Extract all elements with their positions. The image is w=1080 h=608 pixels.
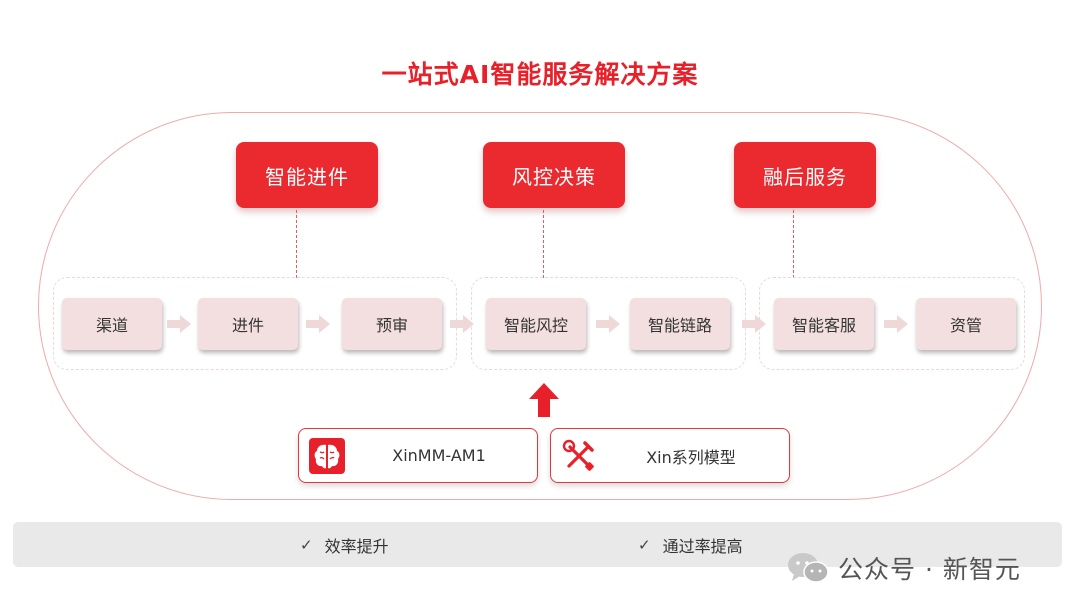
step-smart-service: 智能客服 — [774, 298, 874, 350]
flow-arrow-icon — [596, 315, 620, 333]
model-card-xinmm: XinMM-AM1 — [298, 428, 538, 483]
step-precheck: 预审 — [342, 298, 442, 350]
model-label: XinMM-AM1 — [392, 446, 486, 465]
flow-arrow-icon — [884, 315, 908, 333]
header-post-loan-service: 融后服务 — [734, 142, 876, 208]
flow-arrow-icon — [306, 315, 330, 333]
connector-line — [793, 210, 794, 278]
benefit-efficiency: ✓ 效率提升 — [300, 522, 389, 567]
step-smart-risk: 智能风控 — [486, 298, 586, 350]
step-smart-link: 智能链路 — [630, 298, 730, 350]
step-channel: 渠道 — [62, 298, 162, 350]
flow-arrow-icon — [167, 315, 191, 333]
step-intake: 进件 — [198, 298, 298, 350]
benefits-bar: ✓ 效率提升 ✓ 通过率提高 — [13, 522, 1062, 567]
benefit-label: 效率提升 — [324, 536, 389, 556]
header-risk-decision: 风控决策 — [483, 142, 625, 208]
watermark-text: 公众号 · 新智元 — [838, 555, 1021, 584]
model-card-xin-series: Xin系列模型 — [550, 428, 790, 483]
page-title: 一站式AI智能服务解决方案 — [381, 60, 699, 89]
brain-icon — [309, 438, 345, 474]
wechat-icon — [788, 553, 829, 583]
benefit-pass-rate: ✓ 通过率提高 — [638, 522, 743, 567]
header-intake: 智能进件 — [236, 142, 378, 208]
solution-outline — [38, 112, 1042, 500]
tools-icon — [562, 439, 594, 471]
watermark: 公众号 · 新智元 — [786, 548, 1021, 588]
flow-arrow-icon — [742, 315, 766, 333]
check-icon: ✓ — [300, 535, 313, 554]
benefit-label: 通过率提高 — [662, 536, 743, 556]
step-asset-management: 资管 — [916, 298, 1016, 350]
connector-line — [296, 210, 297, 278]
model-label: Xin系列模型 — [646, 447, 736, 467]
check-icon: ✓ — [638, 535, 651, 554]
flow-arrow-icon — [450, 315, 474, 333]
up-arrow-icon — [529, 383, 559, 417]
connector-line — [543, 210, 544, 278]
